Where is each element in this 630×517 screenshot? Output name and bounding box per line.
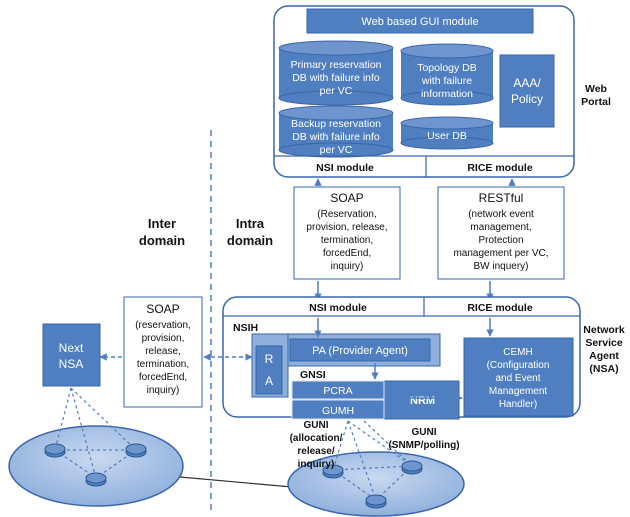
gui-module-label: Web based GUI module xyxy=(361,16,478,28)
nrm-label: NRM xyxy=(410,395,435,407)
primary-db-line-1: Primary reservation xyxy=(290,59,381,71)
soap-lower-line-2: provision, xyxy=(142,333,185,344)
nsih-label: NSIH xyxy=(233,322,258,334)
next-nsa-box xyxy=(42,323,101,387)
inter-network-link xyxy=(179,476,293,488)
soap-lower-title: SOAP xyxy=(146,302,179,316)
guni-right-line-1: GUNI xyxy=(412,427,437,438)
cemh-line-4: Management xyxy=(489,386,548,397)
nsa-label-3: Agent xyxy=(589,350,619,362)
web-nsi-module-label: NSI module xyxy=(316,162,374,174)
restful-line-4: management per VC, xyxy=(453,248,548,259)
aaa-line-2: Policy xyxy=(511,92,543,106)
soap-lower-line-1: (reservation, xyxy=(135,320,191,331)
ra-box xyxy=(255,345,283,395)
soap-upper-line-2: provision, release, xyxy=(306,222,387,233)
pcra-label: PCRA xyxy=(323,385,352,397)
guni-left-line-2: (allocation/ xyxy=(290,433,343,444)
ra-letter-a: A xyxy=(265,374,273,388)
cemh-box xyxy=(463,337,574,417)
gnsi-label: GNSI xyxy=(300,369,326,381)
primary-db-line-2: DB with failure info xyxy=(292,72,380,84)
cemh-line-3: and Event xyxy=(495,373,540,384)
ra-letter-r: R xyxy=(265,352,274,366)
backup-db-line-2: DB with failure info xyxy=(292,131,380,143)
nsa-label-1: Network xyxy=(583,324,625,336)
guni-left-line-4: inquiry) xyxy=(298,459,335,470)
cemh-line-2: (Configuration xyxy=(487,360,550,371)
user-db-label: User DB xyxy=(427,130,467,142)
soap-upper-line-1: (Reservation, xyxy=(317,209,376,220)
primary-db-line-3: per VC xyxy=(320,85,353,97)
nsa-label-2: Service xyxy=(585,337,623,349)
soap-lower-line-4: termination, xyxy=(137,359,189,370)
soap-lower-line-6: inquiry) xyxy=(147,385,180,396)
web-portal-label-2: Portal xyxy=(581,96,611,108)
intra-domain-line-2: domain xyxy=(227,233,273,248)
inter-domain-line-2: domain xyxy=(139,233,185,248)
left-network-ellipse xyxy=(8,425,184,507)
soap-lower-box xyxy=(123,296,203,408)
topology-db-line-2: with failure xyxy=(421,75,472,87)
intra-domain-line-1: Intra xyxy=(236,216,265,231)
nsa-rice-module-label: RICE module xyxy=(467,302,532,314)
topology-db-cylinder xyxy=(400,43,494,106)
gumh-label: GUMH xyxy=(322,405,354,417)
nsa-label-4: (NSA) xyxy=(589,363,618,375)
guni-right-line-2: (SNMP/polling) xyxy=(388,440,459,451)
web-rice-module-label: RICE module xyxy=(467,162,532,174)
restful-line-2: management, xyxy=(470,222,531,233)
soap-upper-box xyxy=(293,186,401,280)
pa-label: PA (Provider Agent) xyxy=(312,345,408,357)
gui-module-box xyxy=(306,8,534,34)
aaa-line-1: AAA/ xyxy=(513,76,541,90)
pcra-box xyxy=(291,380,385,400)
next-nsa-line-1: Next xyxy=(59,341,84,355)
user-db-cylinder xyxy=(400,116,494,150)
nsa-nsi-module-label: NSI module xyxy=(309,302,367,314)
guni-left-line-1: GUNI xyxy=(304,420,329,431)
soap-lower-line-3: release, xyxy=(145,346,181,357)
primary-db-cylinder xyxy=(278,40,394,106)
restful-line-1: (network event xyxy=(468,209,534,220)
restful-title: RESTful xyxy=(479,191,524,205)
backup-db-cylinder xyxy=(278,105,394,158)
guni-left-line-3: release/ xyxy=(297,446,334,457)
soap-upper-line-5: inquiry) xyxy=(331,261,364,272)
right-router-2 xyxy=(401,460,423,475)
topology-db-line-3: information xyxy=(421,88,473,100)
aaa-policy-box xyxy=(499,54,555,128)
restful-box xyxy=(437,186,565,280)
topology-db-line-1: Topology DB xyxy=(417,62,477,74)
left-router-3 xyxy=(85,472,107,487)
restful-line-5: BW inquery) xyxy=(473,261,528,272)
backup-db-line-1: Backup reservation xyxy=(291,118,381,130)
backup-db-line-3: per VC xyxy=(320,144,353,156)
web-portal-label-1: Web xyxy=(585,83,607,95)
left-router-1 xyxy=(44,443,66,458)
right-router-1 xyxy=(322,464,344,479)
cemh-line-5: Handler) xyxy=(499,399,537,410)
gumh-box xyxy=(291,399,385,420)
cemh-line-1: CEMH xyxy=(503,347,532,358)
restful-line-3: Protection xyxy=(478,235,523,246)
soap-upper-line-4: forcedEnd, xyxy=(323,248,371,259)
soap-upper-title: SOAP xyxy=(330,191,363,205)
soap-upper-line-3: termination, xyxy=(321,235,373,246)
left-router-2 xyxy=(125,443,147,458)
inter-domain-line-1: Inter xyxy=(148,216,176,231)
soap-lower-line-5: forcedEnd, xyxy=(139,372,187,383)
next-nsa-line-2: NSA xyxy=(59,357,84,371)
pa-box xyxy=(289,338,431,362)
right-router-3 xyxy=(365,494,387,509)
